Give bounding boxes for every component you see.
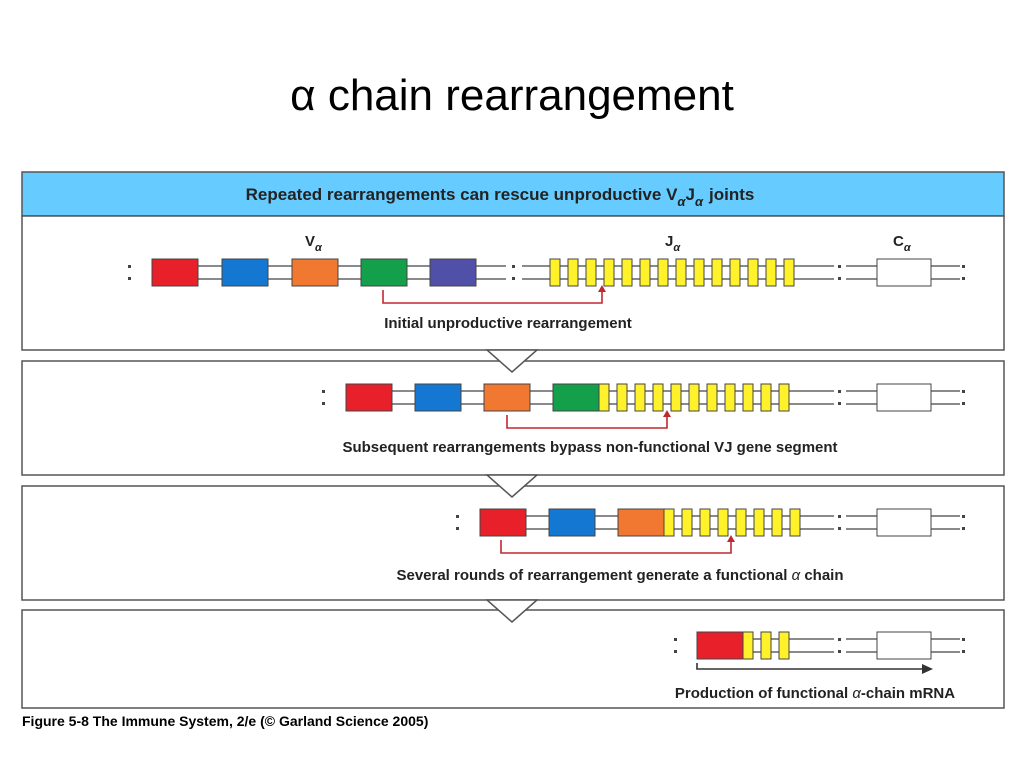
v-segment-blue	[221, 258, 269, 287]
rearrangement-bracket-3	[500, 540, 732, 554]
figure-caption: Figure 5-8 The Immune System, 2/e (© Gar…	[22, 713, 429, 729]
c-segment	[876, 383, 932, 412]
panel-2-dna: Subsequent rearrangements bypass non-fun…	[322, 383, 965, 456]
panel-4-caption: Production of functional α-chain mRNA	[675, 685, 955, 702]
header-bar	[21, 171, 1005, 217]
down-arrow-2	[485, 474, 539, 498]
break-marks	[674, 638, 965, 653]
down-arrow-1	[485, 349, 539, 373]
c-segment	[876, 258, 932, 287]
panel-4	[21, 609, 1005, 709]
transcription-arrow	[696, 663, 922, 670]
header-text: Repeated rearrangements can rescue unpro…	[246, 185, 755, 209]
bracket-arrowhead-1	[598, 285, 606, 292]
c-segment	[876, 508, 932, 537]
bracket-arrowhead-2	[663, 410, 671, 417]
v-segment-green	[552, 383, 600, 412]
v-segment-orange	[291, 258, 339, 287]
j-segments	[598, 383, 790, 412]
break-marks	[456, 515, 965, 530]
panel-3-dna: Several rounds of rearrangement generate…	[396, 508, 965, 584]
c-alpha-label: Cα	[893, 233, 912, 254]
transcription-arrowhead	[922, 664, 933, 674]
v-segment-orange	[483, 383, 531, 412]
slide-title: α chain rearrangement	[290, 71, 734, 120]
rearrangement-bracket-1	[382, 290, 603, 304]
j-segments	[549, 258, 795, 287]
v-segment-red	[345, 383, 393, 412]
v-segment-blue	[548, 508, 596, 537]
v-segment-orange	[617, 508, 665, 537]
j-alpha-label: Jα	[665, 233, 681, 254]
break-marks	[322, 390, 965, 405]
rearrangement-bracket-2	[506, 415, 668, 429]
panel-4-dna: Production of functional α-chain mRNA	[674, 631, 965, 702]
panel-3-caption: Several rounds of rearrangement generate…	[396, 567, 843, 584]
j-segments	[742, 631, 790, 660]
v-segment-red	[479, 508, 527, 537]
v-segment-red	[696, 631, 744, 660]
j-segments	[663, 508, 801, 537]
down-arrow-3	[485, 599, 539, 623]
panel-2	[21, 360, 1005, 476]
v-segment-green	[360, 258, 408, 287]
panel-1-dna: Initial unproductive rearrangement	[128, 258, 965, 332]
v-alpha-label: Vα	[305, 233, 323, 254]
c-segment	[876, 631, 932, 660]
bracket-arrowhead-3	[727, 535, 735, 542]
panel-2-caption: Subsequent rearrangements bypass non-fun…	[342, 439, 837, 456]
v-segment-purple	[429, 258, 477, 287]
break-marks	[128, 265, 965, 280]
v-segment-blue	[414, 383, 462, 412]
panel-1-caption: Initial unproductive rearrangement	[384, 315, 632, 332]
v-segment-red	[151, 258, 199, 287]
panel-3	[21, 485, 1005, 601]
